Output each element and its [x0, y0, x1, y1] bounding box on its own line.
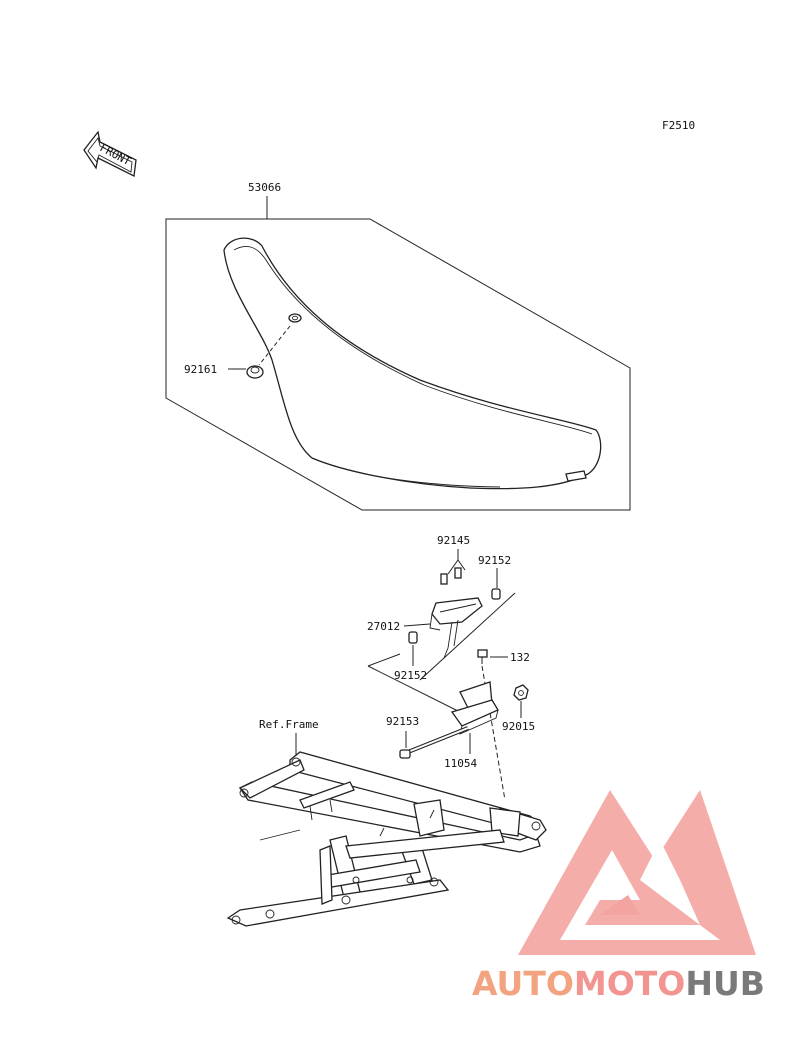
pin-upper [491, 588, 501, 600]
pin-lower [408, 631, 418, 644]
bolt-small [477, 649, 488, 664]
figure-code: F2510 [662, 119, 695, 132]
hinge-group: 92145 92152 27012 92152 [367, 534, 535, 801]
callout-27012: 27012 [367, 620, 400, 633]
front-arrow-icon: FRONT [83, 130, 137, 177]
watermark-part2: MOTO [574, 964, 685, 1003]
callout-53066: 53066 [248, 181, 281, 194]
callout-92152-lower: 92152 [394, 669, 427, 682]
rod [399, 726, 469, 759]
callout-92145: 92145 [437, 534, 470, 547]
watermark-part1: AUTO [472, 964, 574, 1003]
callout-11054: 11054 [444, 757, 477, 770]
watermark-text: AUTOMOTOHUB [472, 964, 765, 1003]
callout-92153: 92153 [386, 715, 419, 728]
spring [440, 567, 462, 585]
frame [226, 751, 547, 927]
ref-frame-label: Ref.Frame [259, 718, 319, 731]
callout-132: 132 [510, 651, 530, 664]
nut [513, 684, 529, 701]
watermark-logo [518, 790, 756, 955]
callout-92152-upper: 92152 [478, 554, 511, 567]
seat-assembly: 53066 92161 [165, 181, 631, 511]
callout-92161: 92161 [184, 363, 217, 376]
hinge [429, 597, 483, 659]
seat-cap [246, 365, 264, 379]
bracket [450, 681, 499, 735]
seat [223, 237, 602, 490]
callout-92015: 92015 [502, 720, 535, 733]
watermark-part3: HUB [685, 964, 765, 1003]
